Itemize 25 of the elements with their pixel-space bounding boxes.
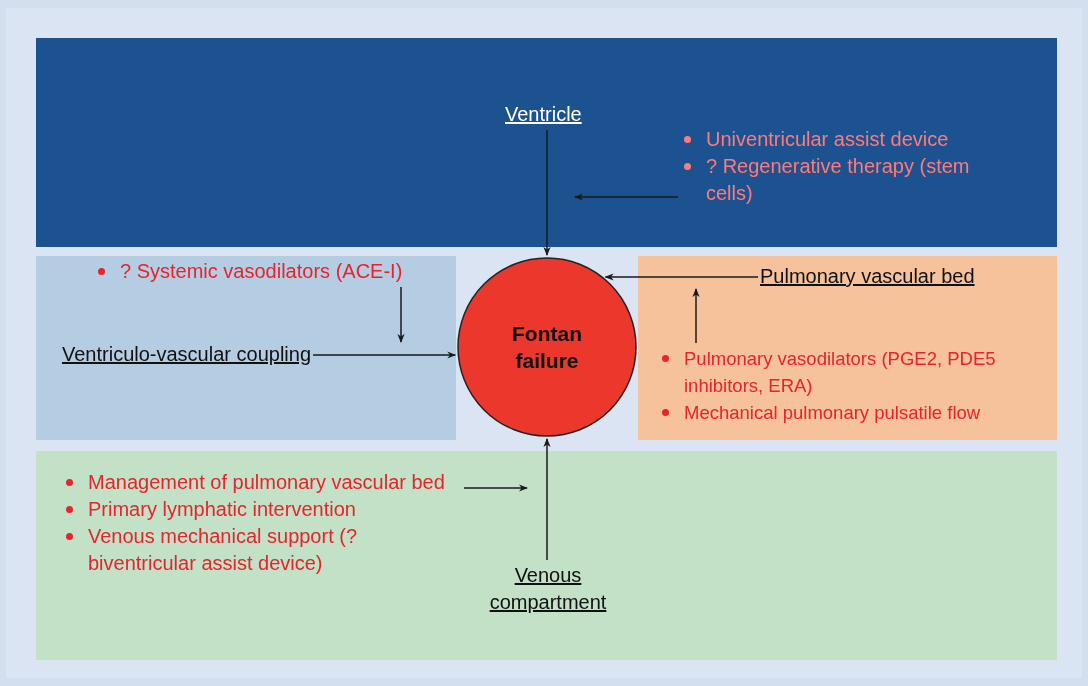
arrow xyxy=(574,193,679,201)
arrow xyxy=(312,351,457,359)
arrow xyxy=(543,438,551,561)
bullet-text: Management of pulmonary vascular bed xyxy=(62,469,462,496)
bullet-text: Mechanical pulmonary pulsatile flow xyxy=(658,399,1053,426)
arrow xyxy=(692,288,700,344)
arrow xyxy=(604,273,759,281)
arrow xyxy=(543,129,551,256)
section-heading: Pulmonary vascular bed xyxy=(760,263,975,290)
bullet-text: ? Regenerative therapy (stem cells) xyxy=(680,153,1020,207)
bullet-text: Pulmonary vasodilators (PGE2, PDE5 inhibitors, ERA) xyxy=(658,345,1053,399)
panel-background xyxy=(36,256,456,440)
section-heading: Venous compartment xyxy=(478,562,618,616)
panel-background xyxy=(638,256,1057,440)
panel-background xyxy=(36,451,1057,660)
section-heading: Ventriculo-vascular coupling xyxy=(62,341,312,368)
section-heading: Ventricle xyxy=(505,101,582,128)
bullet-text: ? Systemic vasodilators (ACE-I) xyxy=(94,258,403,285)
node-label: Fontan failure xyxy=(511,321,583,374)
arrow xyxy=(397,286,405,343)
panel-background xyxy=(36,38,1057,247)
bullet-text: Univentricular assist device xyxy=(680,126,1020,153)
arrow xyxy=(463,484,528,492)
bullet-text: Venous mechanical support (? biventricular assist device) xyxy=(62,523,462,577)
bullet-text: Primary lymphatic intervention xyxy=(62,496,462,523)
